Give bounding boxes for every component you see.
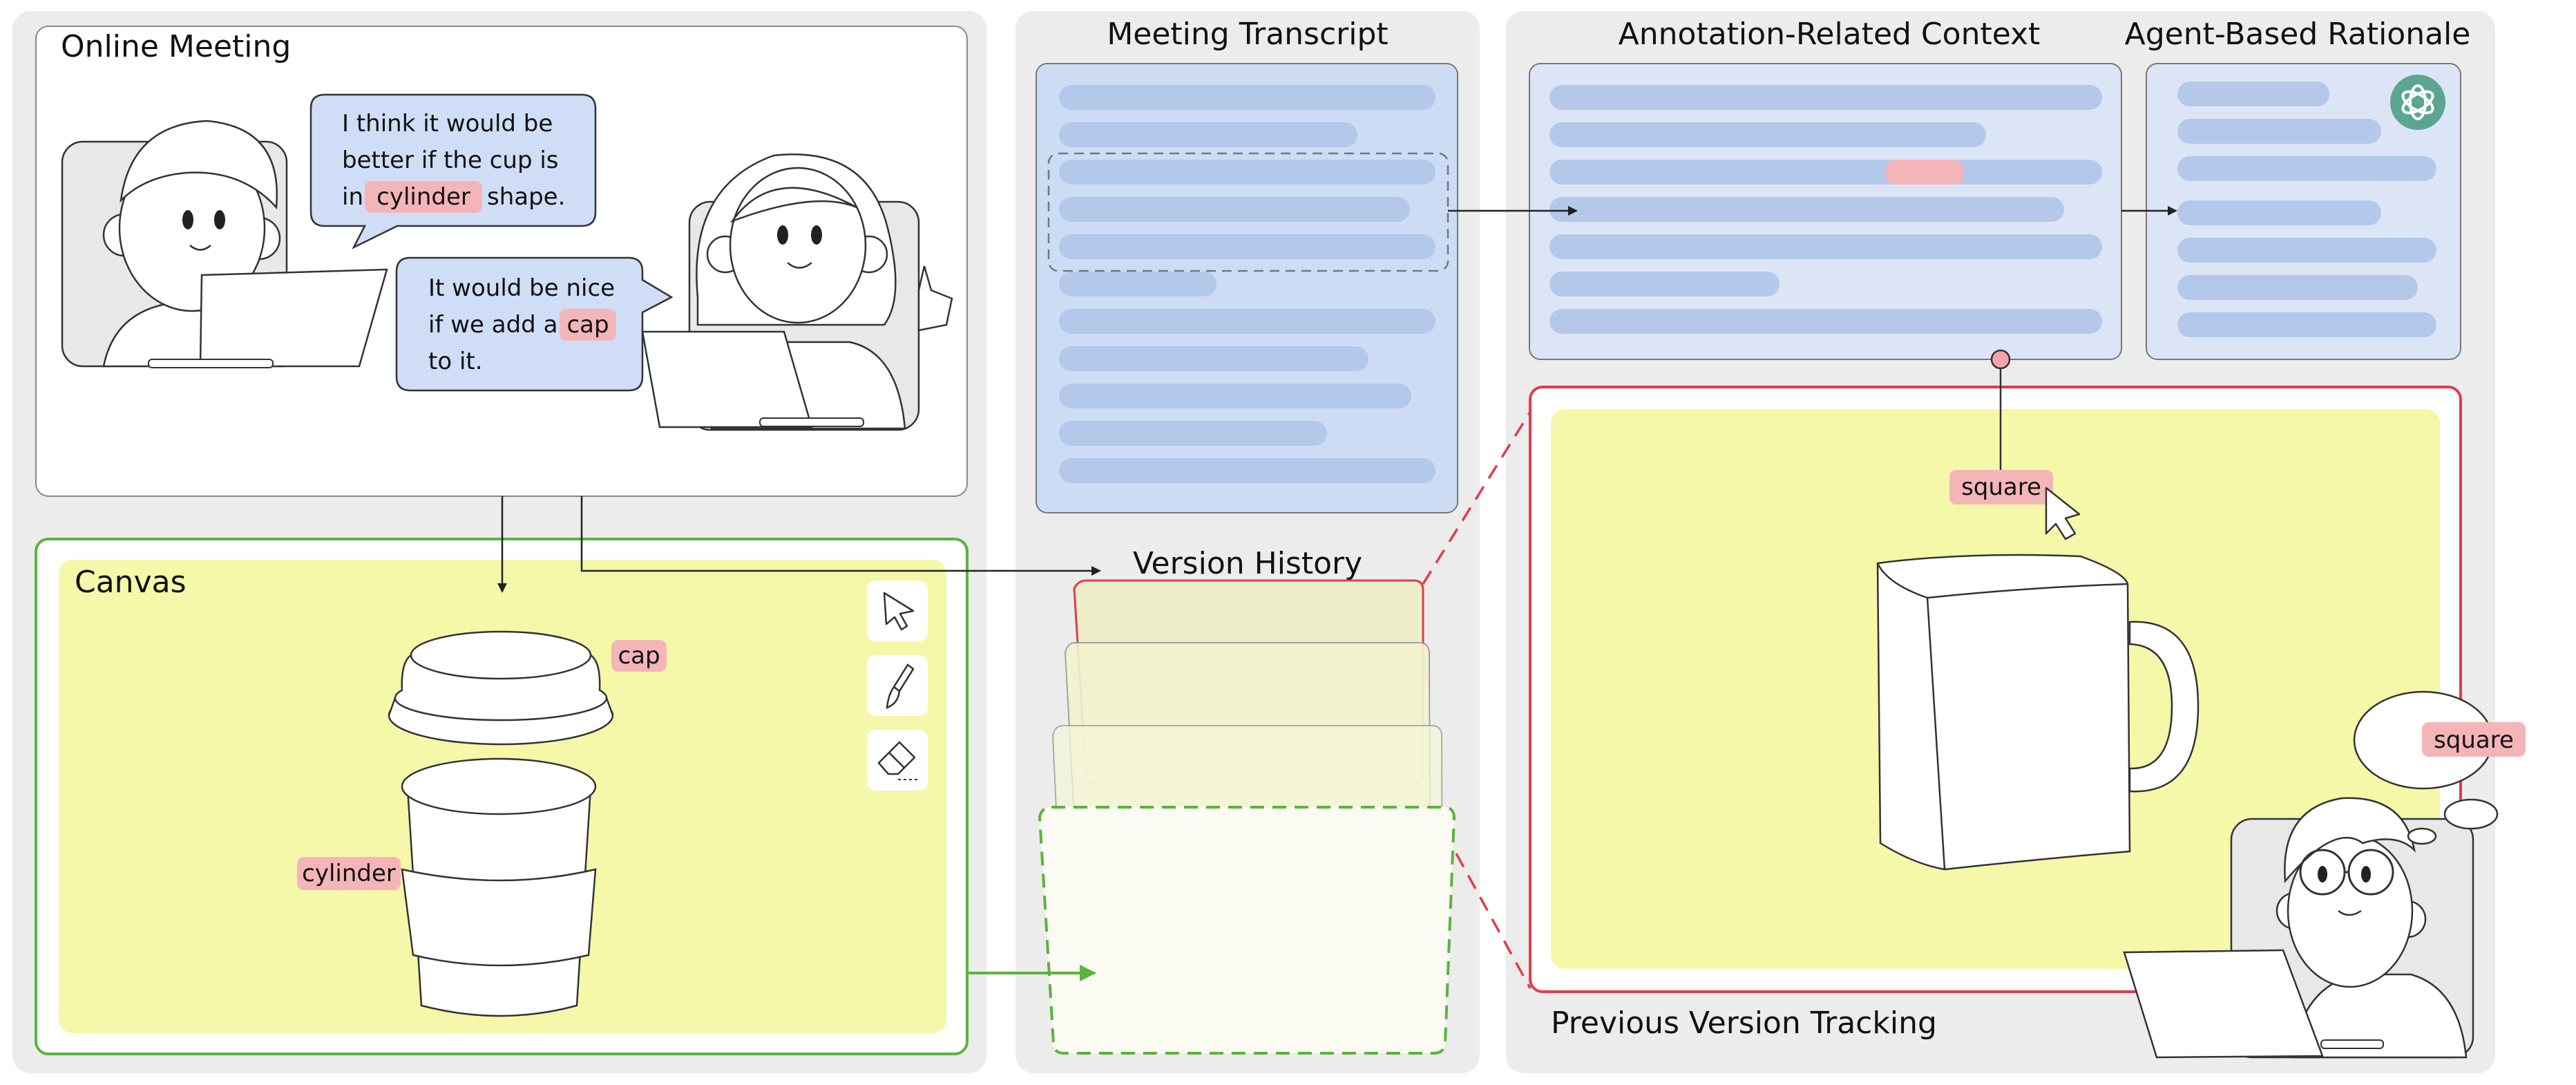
person-right-illustration (641, 153, 953, 431)
meeting-transcript-title: Meeting Transcript (1107, 17, 1388, 52)
canvas-toolbar (867, 581, 928, 791)
online-meeting-title: Online Meeting (61, 29, 291, 64)
brush-icon (886, 663, 915, 709)
bubble-right-line3: to it. (428, 348, 483, 375)
annotation-context-title: Annotation-Related Context (1619, 17, 2041, 52)
transcript-text-lines (1059, 85, 1435, 483)
version-history-title: Version History (1133, 546, 1362, 581)
zoom-guide-top (1422, 411, 1532, 585)
bubble-left-line2: better if the cup is (342, 147, 559, 174)
context-highlight-term (1886, 160, 1963, 185)
observer-person-illustration (2123, 797, 2474, 1059)
bubble-left-line3-post: shape. (487, 183, 565, 211)
annotation-pin[interactable] (1990, 349, 2011, 370)
highlight-cylinder-canvas (297, 857, 401, 890)
context-text-lines (1549, 85, 2102, 334)
previous-version-tracking-panel: Previous Version Tracking square (1529, 349, 2526, 1059)
highlight-cap-canvas (611, 640, 667, 672)
speech-bubble-right: It would be nice if we add a cap to it. (395, 256, 674, 392)
meeting-transcript-panel: Meeting Transcript (1036, 17, 1458, 513)
agent-rationale-title: Agent-Based Rationale (2125, 17, 2471, 52)
canvas-title: Canvas (75, 565, 187, 600)
bubble-left-line1: I think it would be (342, 110, 553, 138)
version-card-current[interactable] (1038, 806, 1456, 1055)
annotation-label-bg (1949, 470, 2053, 504)
zoom-guide-bottom (1455, 853, 1532, 989)
highlight-cylinder-bubble (365, 181, 482, 213)
openai-icon (2390, 75, 2445, 130)
bubble-left-line3-highlight: cylinder (376, 183, 470, 211)
eraser-icon (877, 741, 919, 780)
version-history-panel: Version History (1038, 546, 1456, 1055)
bubble-right-line2-highlight: cap (566, 311, 609, 339)
bubble-right-line1: It would be nice (428, 274, 615, 302)
annotation-label-square: square (1961, 473, 2041, 501)
highlight-cap-bubble (560, 309, 616, 341)
mouse-pointer-icon (2045, 487, 2081, 540)
cursor-icon (883, 592, 915, 631)
online-meeting-panel: Online Meeting (35, 26, 968, 497)
arrow-meeting-to-history (580, 496, 1101, 576)
mug-drawing (1876, 554, 2200, 871)
rationale-text-lines (2177, 82, 2436, 337)
person-left-illustration (61, 120, 388, 368)
agent-rationale-panel: Agent-Based Rationale (2125, 17, 2471, 360)
canvas-label-cylinder: cylinder (302, 860, 396, 887)
canvas-panel: Canvas cap (35, 538, 969, 1055)
canvas-label-cap: cap (618, 642, 660, 670)
bubble-right-line2-pre: if we add a (428, 311, 557, 339)
cup-lid-drawing (388, 630, 614, 746)
thought-label-square: square (2434, 726, 2514, 754)
annotation-context-panel: Annotation-Related Context (1529, 17, 2122, 360)
speech-bubble-left: I think it would be better if the cup is… (309, 93, 597, 249)
thought-bubble: square (2353, 690, 2526, 845)
bubble-left-line3-pre: in (342, 183, 363, 211)
connectors (497, 206, 2177, 989)
previous-version-title: Previous Version Tracking (1551, 1006, 1937, 1041)
cup-body-drawing (401, 757, 597, 1017)
